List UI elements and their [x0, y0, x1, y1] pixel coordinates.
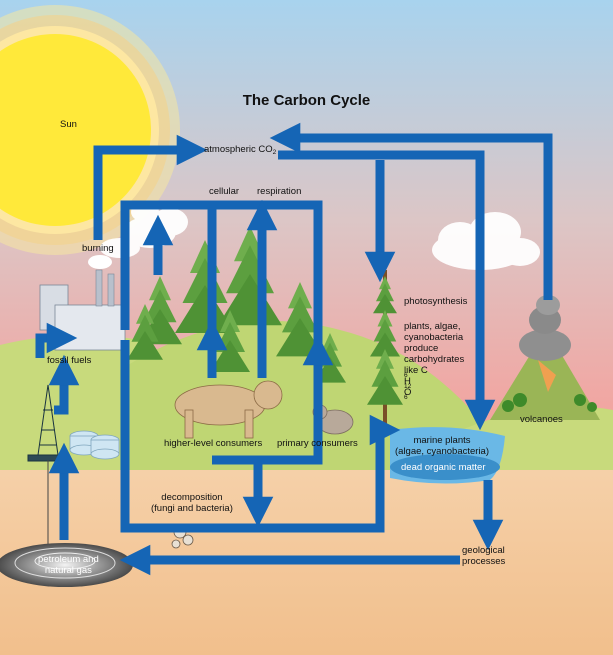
arrow-volcano-emission — [269, 122, 553, 300]
arrow-to-factory — [35, 322, 78, 358]
producers-label: plants, algae, cyanobacteria produce car… — [404, 321, 465, 401]
atmospheric-co2-label: atmospheric CO2 — [204, 144, 277, 156]
dead-organic-matter-pool — [390, 454, 500, 480]
decomposition-label: decomposition (fungi and bacteria) — [151, 492, 233, 514]
lynx-icon — [174, 380, 283, 439]
higher-level-consumers-label: higher-level consumers — [164, 438, 263, 449]
arrow-to-marine — [120, 340, 401, 533]
arrow-fossil-fuels-up — [48, 354, 80, 415]
storage-tank-icon — [69, 430, 120, 460]
geological-processes-label: geological processes — [462, 545, 506, 567]
forest-icon — [127, 226, 403, 430]
diagram-title: The Carbon Cycle — [242, 92, 371, 109]
photosynthesis-label: photosynthesis — [404, 296, 468, 307]
petroleum-natural-gas-label: petroleum and natural gas — [38, 554, 99, 576]
volcano-icon — [490, 295, 600, 420]
petroleum-pool-icon — [0, 543, 133, 587]
fossil-fuels-label: fossil fuels — [47, 355, 92, 366]
oil-rig-icon — [27, 384, 69, 555]
volcanoes-label: volcanoes — [520, 414, 563, 425]
sun-icon — [0, 5, 180, 255]
arrow-respiration-loop — [120, 200, 323, 465]
dead-organic-matter-label: dead organic matter — [401, 462, 486, 473]
carbon-flow-arrows — [35, 122, 553, 576]
respiration-label: respiration — [257, 186, 302, 197]
primary-consumers-label: primary consumers — [277, 438, 358, 449]
burning-label: burning — [82, 243, 114, 254]
arrow-burning — [93, 134, 208, 240]
marine-plants-label: marine plants (algae, cyanobacteria) — [395, 435, 489, 457]
cellular-label: cellular — [209, 186, 240, 197]
sun-label: Sun — [60, 119, 77, 130]
arrow-atmosphere-to-marine — [278, 150, 496, 431]
